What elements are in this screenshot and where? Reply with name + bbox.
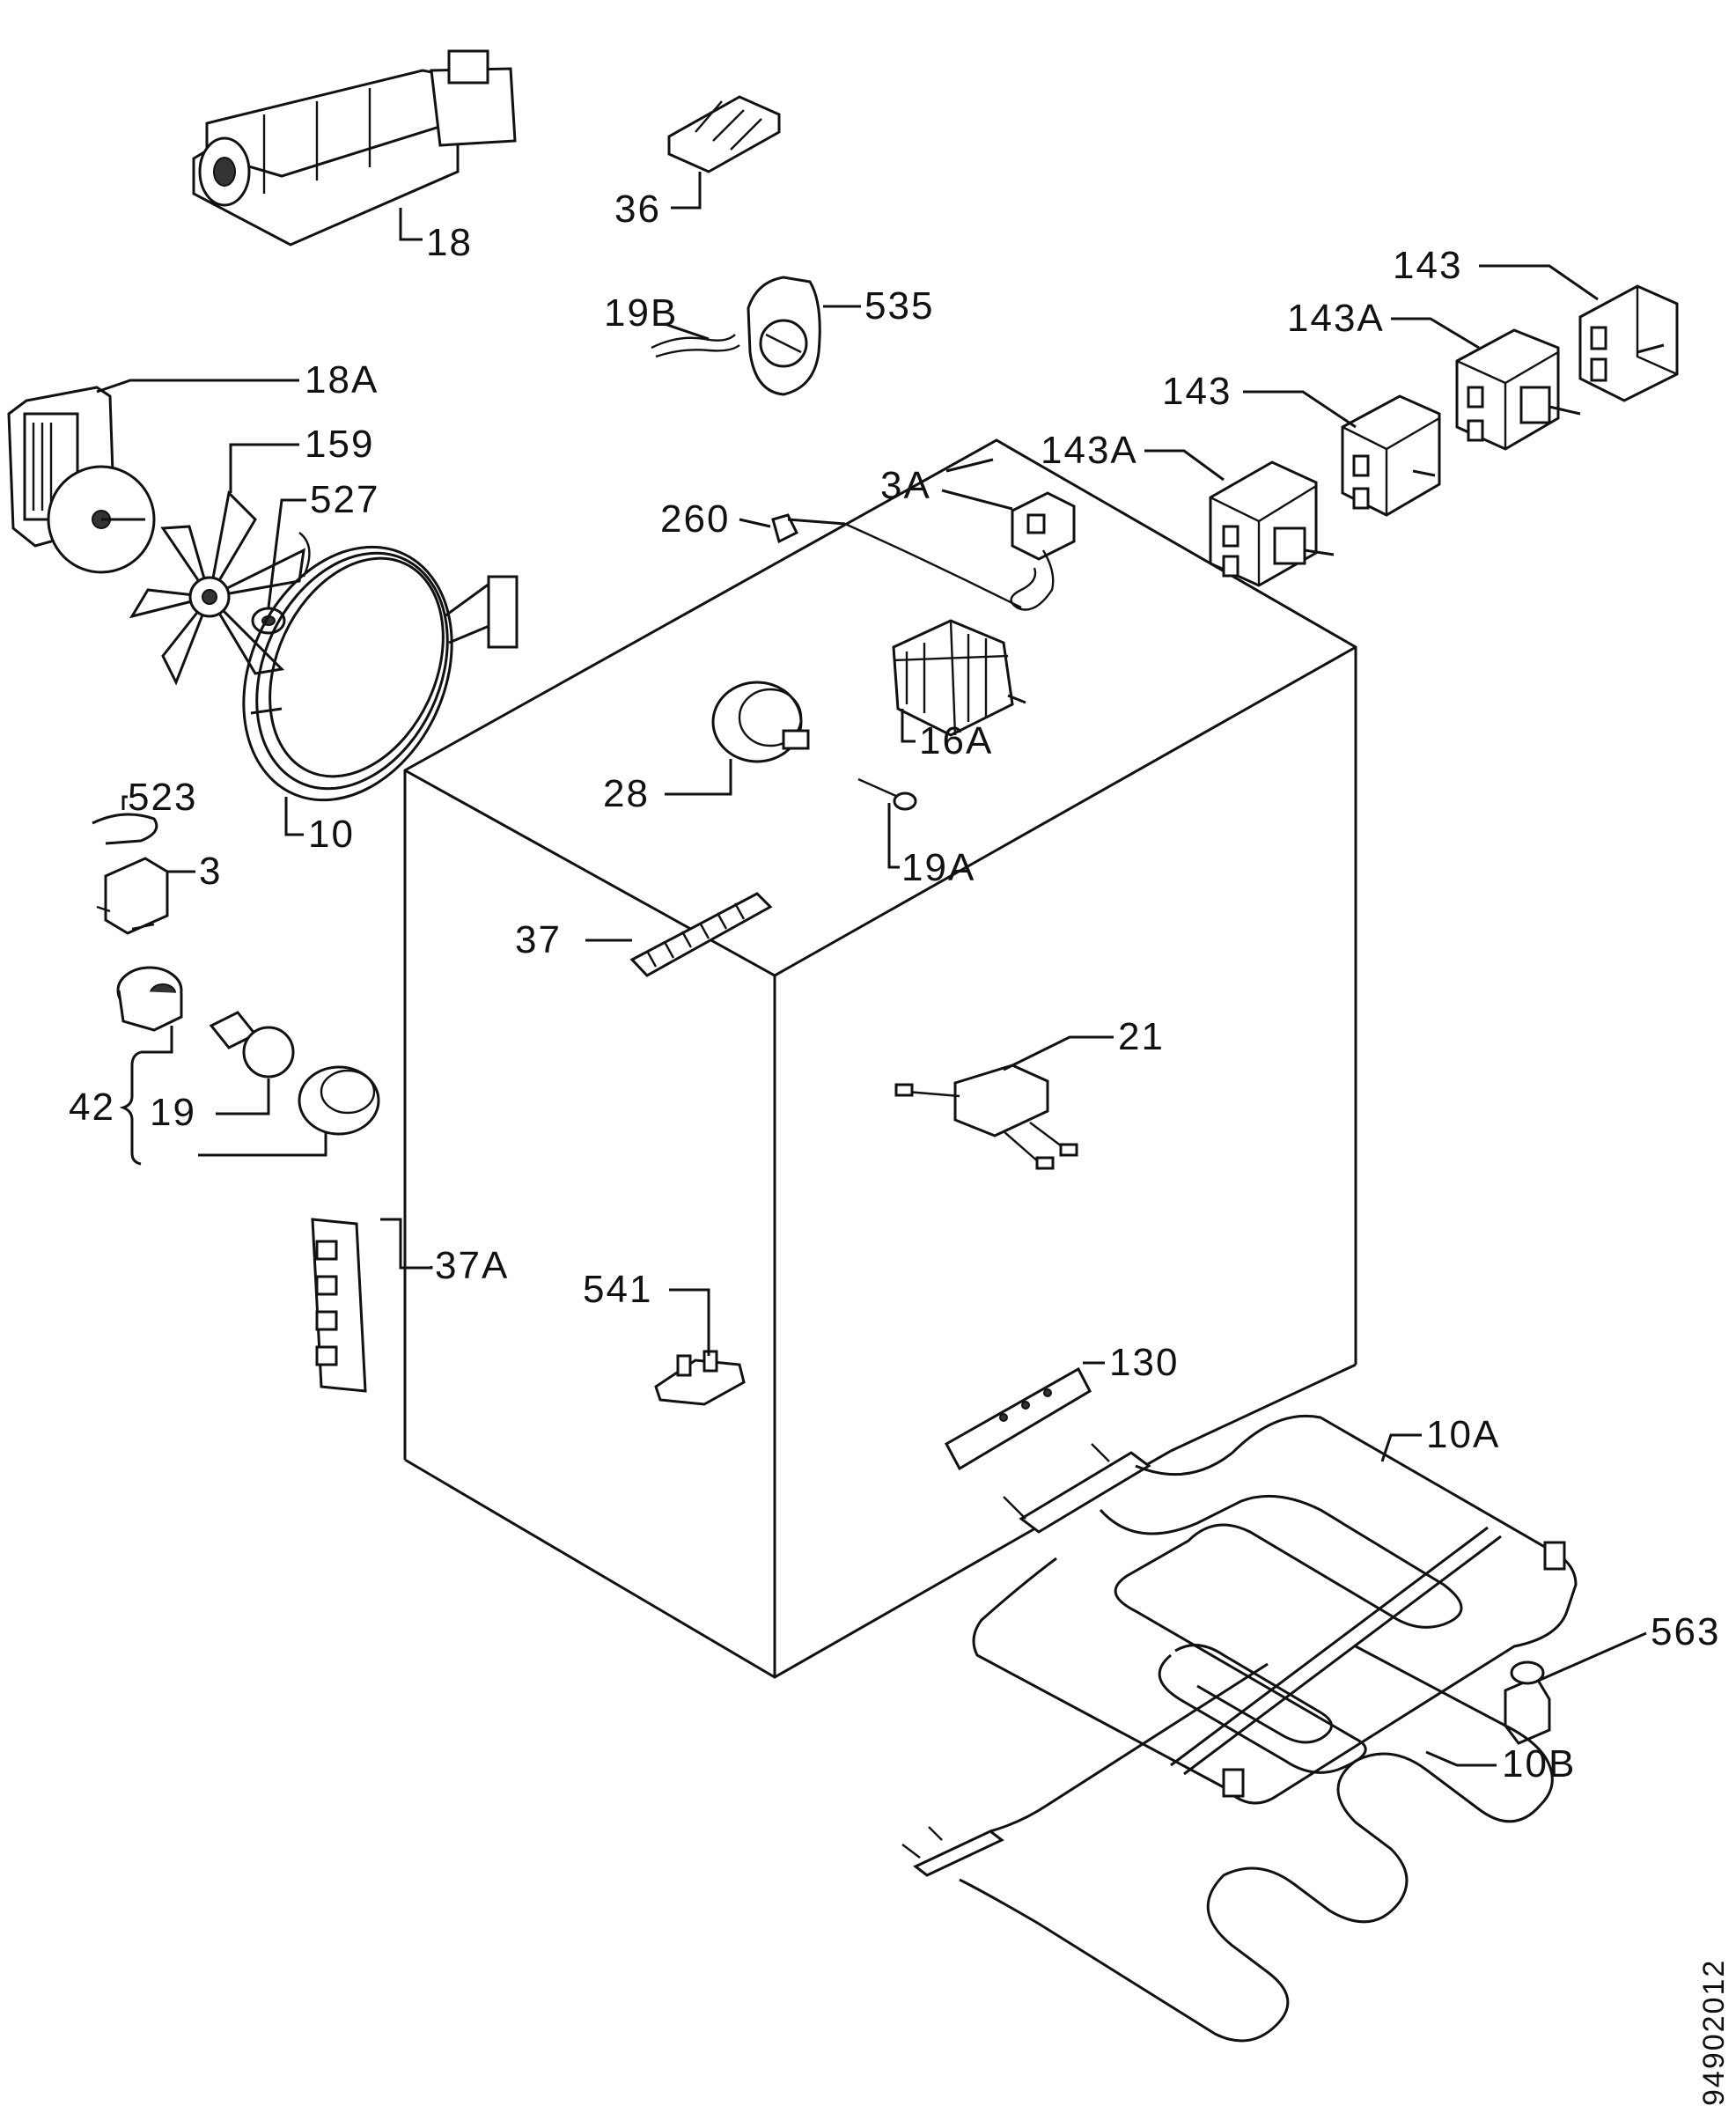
terminal-strip-part[interactable] (629, 892, 773, 977)
callout-10: 10 (308, 813, 355, 856)
leader-143-mid (1243, 390, 1357, 429)
leader-3a-2 (941, 489, 1013, 511)
lamp-holder-part[interactable] (116, 966, 183, 1032)
lamp-set-bracket (119, 1026, 327, 1166)
callout-10a: 10A (1426, 1413, 1500, 1456)
callout-143a-top: 143A (1287, 297, 1385, 340)
leader-36 (671, 172, 702, 210)
selector-switch-part[interactable] (892, 619, 1026, 737)
terminal-block-vertical-part[interactable] (311, 1218, 367, 1393)
oven-cabinet (403, 438, 1357, 1679)
callout-143a-mid: 143A (1041, 429, 1138, 472)
callout-523: 523 (128, 776, 197, 819)
leader-19b (664, 322, 710, 341)
leader-16a (901, 709, 916, 743)
lamp-glass-cap-part[interactable] (1504, 1660, 1551, 1745)
callout-16a: 16A (919, 719, 993, 762)
leader-159 (229, 443, 299, 493)
leader-143-top (1479, 264, 1599, 301)
switch-143-mid-part[interactable] (1341, 394, 1441, 517)
callout-3a: 3A (880, 464, 931, 507)
timer-knob-part[interactable] (711, 681, 810, 763)
callout-19b: 19B (604, 291, 678, 335)
lamp-cover-part[interactable] (747, 276, 821, 396)
callout-143-mid: 143 (1162, 370, 1232, 413)
leader-143a-top (1391, 317, 1480, 350)
leader-143a-mid (1144, 449, 1225, 482)
thermostat-part[interactable] (96, 857, 169, 935)
callout-535: 535 (864, 284, 934, 328)
leader-527 (267, 498, 306, 608)
callout-19a: 19A (901, 846, 975, 889)
callout-563: 563 (1651, 1610, 1720, 1653)
callout-37a: 37A (435, 1244, 509, 1287)
lamp-glass-part[interactable] (298, 1065, 380, 1136)
safety-thermostat-part[interactable] (1010, 491, 1076, 611)
lamp-wire-part[interactable] (651, 334, 740, 358)
callout-42: 42 (69, 1086, 115, 1129)
grill-heating-element-part[interactable] (972, 1414, 1578, 1805)
callout-527: 527 (310, 478, 379, 521)
switch-143-top-part[interactable] (1578, 284, 1679, 402)
terminal-block-part[interactable] (667, 95, 781, 173)
callout-159: 159 (305, 423, 374, 466)
leader-18a (96, 379, 299, 394)
callout-541: 541 (583, 1268, 652, 1311)
callout-21: 21 (1118, 1015, 1165, 1058)
drawing-number: 94902012 (1697, 1959, 1731, 2106)
leader-28 (665, 759, 732, 796)
callout-143-top: 143 (1393, 244, 1462, 287)
leader-19a (887, 803, 900, 869)
callout-28: 28 (603, 772, 650, 815)
clip-part[interactable] (92, 813, 158, 845)
callout-260: 260 (660, 497, 730, 541)
switch-143a-mid-part[interactable] (1209, 460, 1335, 587)
callout-37: 37 (515, 918, 562, 961)
leader-21 (1003, 1035, 1114, 1071)
leader-37a (380, 1218, 433, 1270)
indicator-lamp-part[interactable] (857, 777, 917, 811)
tangential-fan-motor-part[interactable] (192, 49, 517, 247)
lamp-relay-part[interactable] (894, 1064, 1078, 1170)
heating-ring-element-part[interactable] (204, 513, 519, 835)
callout-130: 130 (1109, 1341, 1179, 1384)
callout-3: 3 (199, 850, 222, 893)
leader-10b (1425, 1750, 1497, 1767)
callout-19: 19 (150, 1091, 196, 1134)
switch-143a-top-part[interactable] (1455, 328, 1581, 451)
leader-541 (669, 1288, 710, 1356)
leader-563 (1535, 1631, 1647, 1683)
fan-motor-part[interactable] (7, 386, 156, 574)
callout-36: 36 (614, 188, 661, 231)
leader-10 (284, 797, 304, 836)
leader-523 (121, 795, 128, 810)
bottom-heating-element-part[interactable] (901, 1645, 1554, 2043)
mounting-bracket-part[interactable] (654, 1350, 746, 1406)
lamp-bulb-part[interactable] (209, 1011, 295, 1079)
callout-18: 18 (426, 221, 473, 264)
thermal-sensor-part[interactable] (771, 513, 1022, 609)
callout-18a: 18A (305, 358, 379, 401)
leader-3a (945, 458, 994, 473)
leader-10a (1380, 1433, 1422, 1462)
leader-18 (399, 208, 423, 241)
leader-260 (739, 518, 771, 528)
callout-10b: 10B (1502, 1742, 1576, 1785)
insulation-plate-part[interactable] (944, 1366, 1092, 1471)
